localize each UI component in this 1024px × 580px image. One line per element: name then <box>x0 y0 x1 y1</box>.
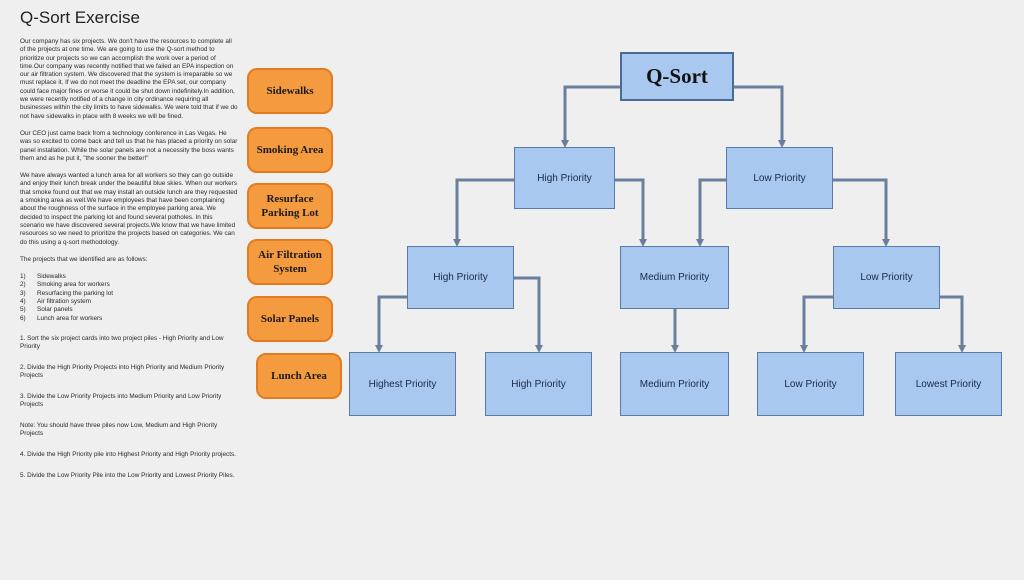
arrow-high-highest <box>375 295 407 353</box>
l2-medium-priority-box[interactable]: Medium Priority <box>620 246 729 309</box>
list-item: 3)Resurfacing the parking lot <box>20 289 114 297</box>
arrow-high-high <box>453 178 514 247</box>
arrow-high-high2 <box>514 276 543 353</box>
l2-low-priority-box[interactable]: Low Priority <box>833 246 940 309</box>
arrow-high-medium <box>615 178 647 247</box>
l3-high-priority-box[interactable]: High Priority <box>485 352 592 416</box>
card-sidewalks[interactable]: Sidewalks <box>247 68 333 114</box>
arrow-low-low <box>833 178 890 247</box>
list-item: 2)Smoking area for workers <box>20 281 110 289</box>
card-smoking-area[interactable]: Smoking Area <box>247 127 333 173</box>
card-resurface-parking-lot[interactable]: Resurface Parking Lot <box>247 183 333 229</box>
list-item: 6)Lunch area for workers <box>20 314 103 322</box>
qsort-root-box: Q-Sort <box>620 52 734 101</box>
l3-lowest-priority-box[interactable]: Lowest Priority <box>895 352 1002 416</box>
intro-paragraph-1: Our company has six projects. We don't h… <box>20 38 238 120</box>
instructions-panel: Our company has six projects. We don't h… <box>20 38 238 493</box>
project-list: 1)Sidewalks 2)Smoking area for workers 3… <box>20 273 238 323</box>
step-1: 1. Sort the six project cards into two p… <box>20 334 224 351</box>
arrow-root-high <box>561 85 620 148</box>
page-title: Q-Sort Exercise <box>20 8 140 27</box>
step-note: Note: You should have three piles now Lo… <box>20 422 218 438</box>
steps-list: 1. Sort the six project cards into two p… <box>20 335 238 480</box>
list-item: 4)Air filtration system <box>20 298 91 306</box>
arrow-low-medium <box>696 178 726 247</box>
card-solar-panels[interactable]: Solar Panels <box>247 296 333 342</box>
l2-high-priority-box[interactable]: High Priority <box>407 246 514 309</box>
arrow-root-low <box>734 85 786 148</box>
l1-low-priority-box[interactable]: Low Priority <box>726 147 833 209</box>
intro-paragraph-2: Our CEO just came back from a technology… <box>20 129 238 162</box>
arrow-low-lowest <box>940 295 966 353</box>
step-5: 5. Divide the Low Priority Pile into the… <box>20 472 235 480</box>
l3-low-priority-box[interactable]: Low Priority <box>757 352 864 416</box>
l3-highest-priority-box[interactable]: Highest Priority <box>349 352 456 416</box>
l1-high-priority-box[interactable]: High Priority <box>514 147 615 209</box>
step-3: 3. Divide the Low Priority Projects into… <box>20 393 222 409</box>
step-2: 2. Divide the High Priority Projects int… <box>20 364 225 380</box>
list-item: 5)Solar panels <box>20 306 73 314</box>
list-item: 1)Sidewalks <box>20 273 66 281</box>
l3-medium-priority-box[interactable]: Medium Priority <box>620 352 729 416</box>
projects-heading: The projects that we identified are as f… <box>20 255 148 263</box>
card-air-filtration-system[interactable]: Air Filtration System <box>247 239 333 285</box>
arrow-low-lowp <box>800 295 833 353</box>
card-lunch-area[interactable]: Lunch Area <box>256 353 342 399</box>
intro-paragraph-3: We have always wanted a lunch area for a… <box>20 172 238 246</box>
step-4: 4. Divide the High Priority pile into Hi… <box>20 451 236 459</box>
